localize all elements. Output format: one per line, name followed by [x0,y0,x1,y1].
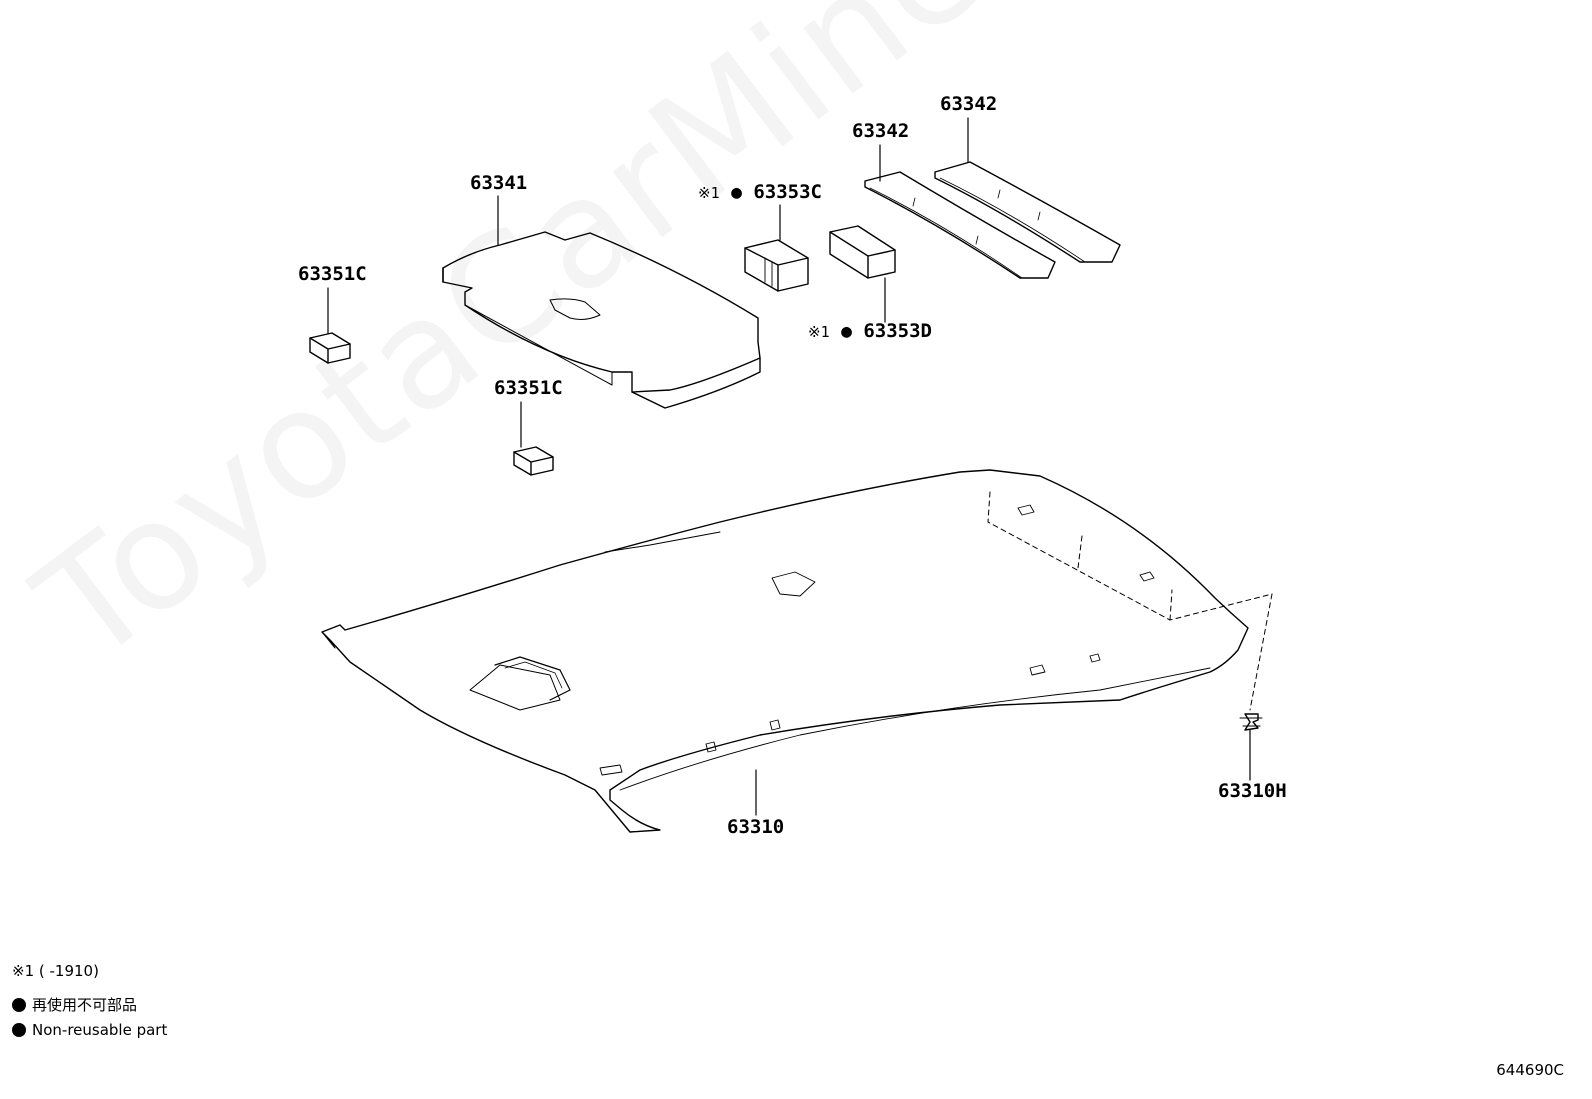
label-63310[interactable]: 63310 [727,816,785,838]
label-63351C-center[interactable]: 63351C [494,377,563,399]
nonreusable-dot-icon [12,1023,26,1037]
part-63353D-block[interactable] [829,225,896,279]
label-63351C-left[interactable]: 63351C [298,263,367,285]
leader-lines [327,117,1251,816]
part-63341-pad[interactable] [442,231,761,409]
label-63353C[interactable]: ※1 ● 63353C [698,183,822,202]
label-63342-rear[interactable]: 63342 [940,93,998,115]
part-63310-headliner[interactable] [321,469,1249,833]
legend-en-text: Non-reusable part [32,1021,168,1039]
note-mark: ※1 [698,184,720,202]
note-mark: ※1 [808,323,830,341]
nonreusable-icon: ● [841,321,852,342]
dashed-reference-outline [987,491,1273,711]
legend-jp-text: 再使用不可部品 [32,996,138,1014]
part-63342-strip-rear[interactable] [934,161,1121,263]
legend-nonreusable-en: Non-reusable part [12,1023,167,1038]
part-number: 63353D [863,320,932,342]
nonreusable-dot-icon [12,998,26,1012]
label-63341[interactable]: 63341 [470,172,528,194]
label-63342-front[interactable]: 63342 [852,120,910,142]
nonreusable-icon: ● [731,182,742,203]
diagram-code: 644690C [1496,1061,1564,1079]
label-63310H[interactable]: 63310H [1218,780,1287,802]
part-63310H-clip[interactable] [1239,713,1263,731]
part-63351C-block-center[interactable] [513,446,554,476]
label-63353D[interactable]: ※1 ● 63353D [808,322,932,341]
part-63342-strip-front[interactable] [864,171,1056,279]
part-63351C-block-left[interactable] [309,332,351,364]
legend-nonreusable-jp: 再使用不可部品 [12,998,137,1013]
part-number: 63353C [753,181,822,203]
legend-note: ※1 ( -1910) [12,962,99,980]
part-63353C-block[interactable] [744,239,809,292]
